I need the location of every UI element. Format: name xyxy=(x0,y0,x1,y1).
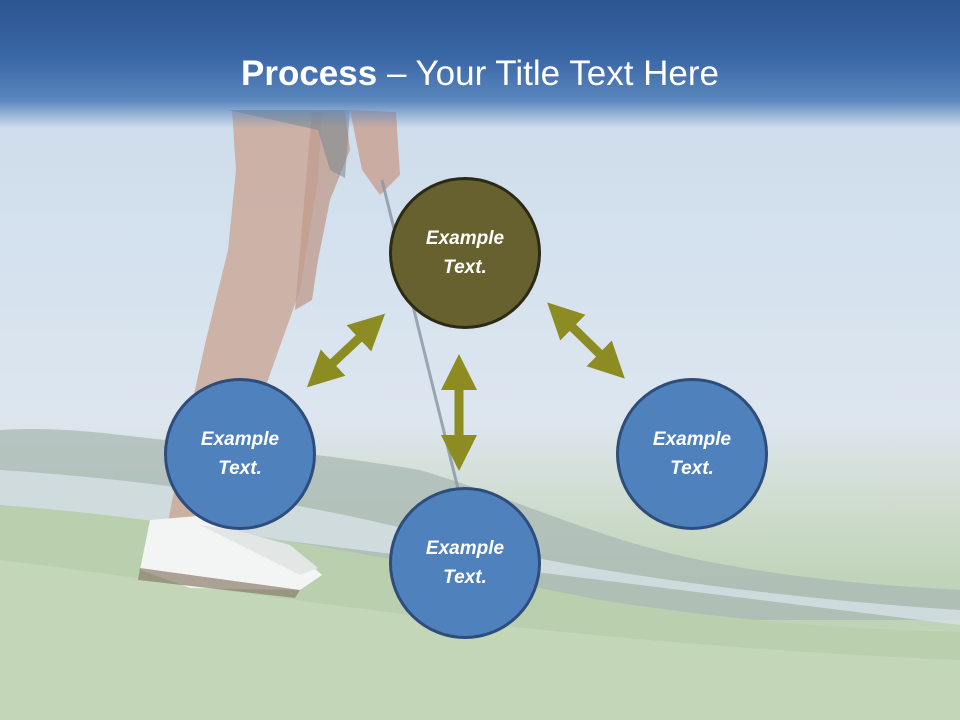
title-rest: – Your Title Text Here xyxy=(377,54,719,93)
node-right-label: Example Text. xyxy=(652,429,732,479)
node-bottom-label: Example Text. xyxy=(425,538,505,588)
node-center-label: Example Text. xyxy=(425,228,505,278)
process-node-center[interactable]: Example Text. xyxy=(389,177,541,329)
process-node-right[interactable]: Example Text. xyxy=(616,378,768,530)
title-bold: Process xyxy=(241,54,378,93)
process-node-bottom[interactable]: Example Text. xyxy=(389,487,541,639)
process-node-left[interactable]: Example Text. xyxy=(164,378,316,530)
node-left-label: Example Text. xyxy=(200,429,280,479)
slide-title[interactable]: Process – Your Title Text Here xyxy=(0,52,960,96)
arrow-left-center xyxy=(306,313,386,388)
title-band xyxy=(0,0,960,128)
arrow-right-center xyxy=(547,302,625,379)
